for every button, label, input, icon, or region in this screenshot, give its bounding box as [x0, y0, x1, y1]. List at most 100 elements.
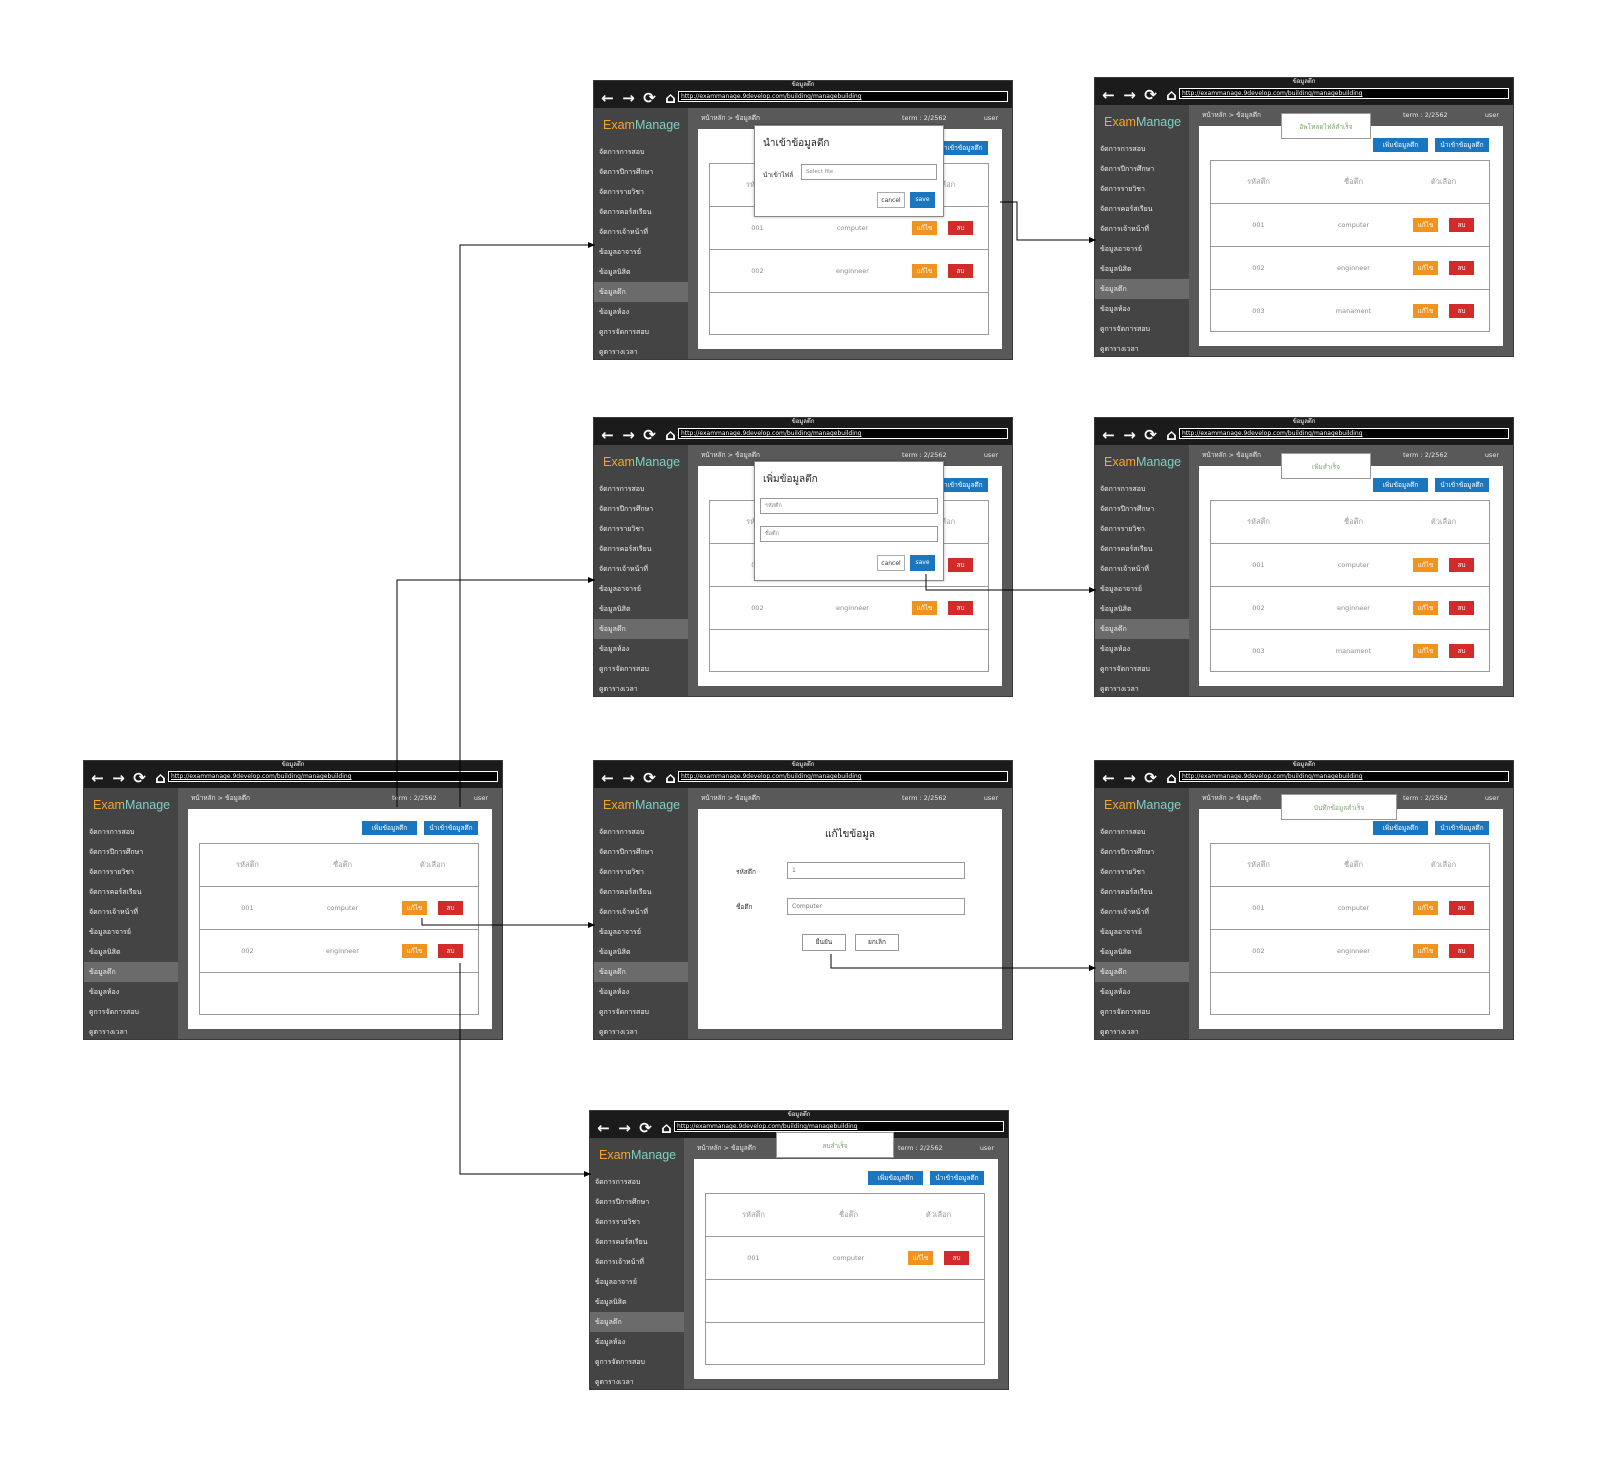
import-building-button[interactable]: นำเข้าข้อมูลตึก: [1435, 138, 1489, 152]
user-label[interactable]: user: [983, 114, 998, 122]
home-icon[interactable]: ⌂: [1166, 769, 1177, 787]
sidebar-item[interactable]: จัดการปีการศึกษา: [1100, 505, 1155, 513]
sidebar-item[interactable]: ข้อมูลห้อง: [599, 988, 630, 996]
edit-button[interactable]: แก้ไข: [1413, 304, 1438, 318]
save-button[interactable]: save: [910, 555, 935, 571]
confirm-button[interactable]: ยืนยัน: [802, 934, 846, 951]
sidebar-item[interactable]: ข้อมูลตึก: [594, 962, 688, 982]
forward-arrow-icon[interactable]: →: [112, 769, 125, 787]
sidebar-item[interactable]: ข้อมูลนิสิต: [1100, 265, 1132, 273]
sidebar-item[interactable]: จัดการรายวิชา: [599, 868, 644, 876]
sidebar-item[interactable]: ดูตารางเวลา: [599, 685, 638, 693]
sidebar-item[interactable]: จัดการปีการศึกษา: [1100, 165, 1155, 173]
sidebar-item[interactable]: ข้อมูลอาจารย์: [1100, 585, 1142, 593]
sidebar-item[interactable]: จัดการรายวิชา: [599, 525, 644, 533]
sidebar-item[interactable]: จัดการเจ้าหน้าที่: [599, 908, 648, 916]
sidebar-item[interactable]: ดูตารางเวลา: [89, 1028, 128, 1036]
url-bar[interactable]: http://exammanage.9develop.com/building/…: [1179, 428, 1509, 439]
user-label[interactable]: user: [473, 794, 488, 802]
sidebar-item[interactable]: ดูตารางเวลา: [1100, 345, 1139, 353]
forward-arrow-icon[interactable]: →: [1123, 426, 1136, 444]
cancel-button[interactable]: cancel: [877, 555, 905, 571]
reload-icon[interactable]: ⟳: [133, 769, 146, 787]
user-label[interactable]: user: [983, 794, 998, 802]
sidebar-item[interactable]: จัดการรายวิชา: [1100, 525, 1145, 533]
sidebar-item[interactable]: ข้อมูลห้อง: [89, 988, 120, 996]
back-arrow-icon[interactable]: ←: [1102, 86, 1115, 104]
home-icon[interactable]: ⌂: [665, 89, 676, 107]
delete-button[interactable]: ลบ: [944, 1251, 969, 1265]
edit-button[interactable]: แก้ไข: [1413, 901, 1438, 915]
delete-button[interactable]: ลบ: [1449, 304, 1474, 318]
reload-icon[interactable]: ⟳: [1144, 426, 1157, 444]
sidebar-item[interactable]: จัดการคอร์สเรียน: [599, 545, 652, 553]
sidebar-item[interactable]: จัดการคอร์สเรียน: [599, 208, 652, 216]
sidebar-item[interactable]: ข้อมูลตึก: [84, 962, 178, 982]
sidebar-item[interactable]: จัดการการสอบ: [599, 148, 645, 156]
sidebar-item[interactable]: ดูการจัดการสอบ: [89, 1008, 139, 1016]
cancel-button[interactable]: ยกเลิก: [855, 934, 899, 951]
forward-arrow-icon[interactable]: →: [1123, 769, 1136, 787]
edit-button[interactable]: แก้ไข: [1413, 644, 1438, 658]
edit-button[interactable]: แก้ไข: [1413, 601, 1438, 615]
import-building-button[interactable]: นำเข้าข้อมูลตึก: [424, 821, 478, 835]
sidebar-item[interactable]: ข้อมูลนิสิต: [1100, 948, 1132, 956]
building-code-input[interactable]: รหัสตึก: [760, 498, 938, 514]
reload-icon[interactable]: ⟳: [1144, 86, 1157, 104]
sidebar-item[interactable]: ข้อมูลตึก: [1095, 279, 1189, 299]
sidebar-item[interactable]: ดูตารางเวลา: [1100, 1028, 1139, 1036]
forward-arrow-icon[interactable]: →: [622, 426, 635, 444]
home-icon[interactable]: ⌂: [155, 769, 166, 787]
sidebar-item[interactable]: จัดการการสอบ: [1100, 145, 1146, 153]
forward-arrow-icon[interactable]: →: [622, 769, 635, 787]
back-arrow-icon[interactable]: ←: [597, 1119, 610, 1137]
sidebar-item[interactable]: ข้อมูลห้อง: [599, 645, 630, 653]
url-bar[interactable]: http://exammanage.9develop.com/building/…: [674, 1121, 1004, 1132]
sidebar-item[interactable]: จัดการปีการศึกษา: [599, 168, 654, 176]
delete-button[interactable]: ลบ: [948, 558, 973, 572]
add-building-button[interactable]: เพิ่มข้อมูลตึก: [1373, 138, 1428, 152]
edit-button[interactable]: แก้ไข: [912, 221, 937, 235]
sidebar-item[interactable]: ข้อมูลตึก: [594, 619, 688, 639]
reload-icon[interactable]: ⟳: [643, 89, 656, 107]
user-label[interactable]: user: [979, 1144, 994, 1152]
delete-button[interactable]: ลบ: [438, 901, 463, 915]
sidebar-item[interactable]: ข้อมูลตึก: [1095, 619, 1189, 639]
edit-button[interactable]: แก้ไข: [908, 1251, 933, 1265]
sidebar-item[interactable]: จัดการการสอบ: [599, 485, 645, 493]
sidebar-item[interactable]: จัดการเจ้าหน้าที่: [1100, 908, 1149, 916]
user-label[interactable]: user: [983, 451, 998, 459]
edit-button[interactable]: แก้ไข: [402, 901, 427, 915]
sidebar-item[interactable]: จัดการคอร์สเรียน: [1100, 888, 1153, 896]
delete-button[interactable]: ลบ: [1449, 944, 1474, 958]
delete-button[interactable]: ลบ: [1449, 644, 1474, 658]
sidebar-item[interactable]: ข้อมูลนิสิต: [599, 268, 631, 276]
sidebar-item[interactable]: ข้อมูลห้อง: [1100, 988, 1131, 996]
sidebar-item[interactable]: จัดการการสอบ: [89, 828, 135, 836]
url-bar[interactable]: http://exammanage.9develop.com/building/…: [1179, 88, 1509, 99]
user-label[interactable]: user: [1484, 111, 1499, 119]
reload-icon[interactable]: ⟳: [643, 769, 656, 787]
reload-icon[interactable]: ⟳: [639, 1119, 652, 1137]
sidebar-item[interactable]: จัดการคอร์สเรียน: [89, 888, 142, 896]
sidebar-item[interactable]: ข้อมูลนิสิต: [89, 948, 121, 956]
edit-button[interactable]: แก้ไข: [1413, 218, 1438, 232]
sidebar-item[interactable]: จัดการเจ้าหน้าที่: [599, 565, 648, 573]
sidebar-item[interactable]: จัดการคอร์สเรียน: [599, 888, 652, 896]
back-arrow-icon[interactable]: ←: [1102, 769, 1115, 787]
back-arrow-icon[interactable]: ←: [91, 769, 104, 787]
sidebar-item[interactable]: จัดการการสอบ: [1100, 485, 1146, 493]
sidebar-item[interactable]: ดูตารางเวลา: [595, 1378, 634, 1386]
sidebar-item[interactable]: ดูการจัดการสอบ: [1100, 325, 1150, 333]
sidebar-item[interactable]: จัดการเจ้าหน้าที่: [599, 228, 648, 236]
home-icon[interactable]: ⌂: [661, 1119, 672, 1137]
sidebar-item[interactable]: จัดการปีการศึกษา: [89, 848, 144, 856]
home-icon[interactable]: ⌂: [665, 426, 676, 444]
edit-button[interactable]: แก้ไข: [1413, 558, 1438, 572]
import-building-button[interactable]: นำเข้าข้อมูลตึก: [1435, 821, 1489, 835]
import-building-button[interactable]: นำเข้าข้อมูลตึก: [934, 141, 988, 155]
sidebar-item[interactable]: ดูการจัดการสอบ: [599, 1008, 649, 1016]
sidebar-item[interactable]: จัดการเจ้าหน้าที่: [1100, 225, 1149, 233]
delete-button[interactable]: ลบ: [948, 601, 973, 615]
sidebar-item[interactable]: จัดการรายวิชา: [1100, 185, 1145, 193]
